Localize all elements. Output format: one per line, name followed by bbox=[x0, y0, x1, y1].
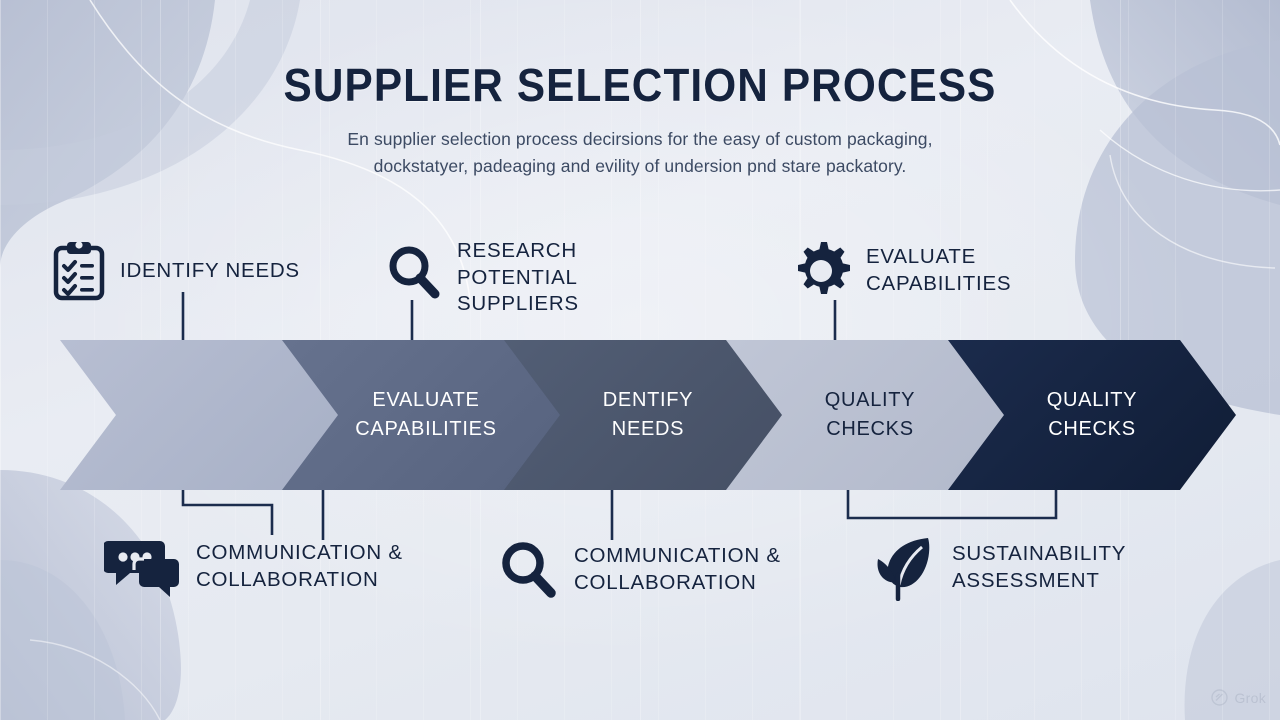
top-label-research-potential-suppliers[interactable]: RESEARCH POTENTIAL SUPPLIERS bbox=[385, 238, 579, 318]
chevron-step-2-line-2: CAPABILITIES bbox=[355, 418, 497, 440]
watermark: Grok bbox=[1211, 689, 1266, 706]
bottom-label-2-text: COMMUNICATION & COLLABORATION bbox=[574, 543, 781, 596]
chevron-step-4-line-1: QUALITY bbox=[824, 389, 916, 411]
top-label-2-line-1: RESEARCH bbox=[457, 239, 577, 262]
bottom-label-2-line-1: COMMUNICATION & bbox=[574, 544, 781, 568]
top-label-2-line-3: SUPPLIERS bbox=[457, 292, 579, 316]
chevron-step-5-line-1: QUALITY bbox=[1046, 389, 1138, 411]
top-label-identify-needs-text: IDENTIFY NEEDS bbox=[120, 258, 300, 285]
subtitle-line-1: En supplier selection process decirsions… bbox=[347, 129, 933, 149]
bottom-label-3-line-2: ASSESSMENT bbox=[952, 569, 1100, 592]
chevron-step-2-line-1: EVALUATE bbox=[372, 389, 480, 411]
chevron-step-5-label: QUALITY CHECKS bbox=[1047, 386, 1137, 444]
bottom-label-1-line-1: COMMUNICATION & bbox=[196, 541, 403, 565]
chevron-step-3-label: DENTIFY NEEDS bbox=[603, 386, 693, 444]
magnifier-icon bbox=[389, 246, 440, 299]
bottom-label-3-line-1: SUSTAINABILITY bbox=[952, 542, 1127, 566]
bottom-label-3-text: SUSTAINABILITY ASSESSMENT bbox=[952, 541, 1126, 594]
page-subtitle: En supplier selection process decirsions… bbox=[245, 126, 1035, 180]
process-chevron-band: EVALUATE CAPABILITIES DENTIFY NEEDS QUAL… bbox=[60, 340, 1236, 490]
top-label-evaluate-text: EVALUATE CAPABILITIES bbox=[866, 244, 1011, 297]
top-label-research-text: RESEARCH POTENTIAL SUPPLIERS bbox=[457, 238, 579, 318]
chevron-step-5-line-2: CHECKS bbox=[1048, 418, 1136, 440]
chevron-step-2-label: EVALUATE CAPABILITIES bbox=[355, 386, 496, 444]
header: SUPPLIER SELECTION PROCESS En supplier s… bbox=[0, 62, 1280, 180]
bottom-label-1-line-2: COLLABORATION bbox=[196, 568, 379, 591]
grok-logo-icon bbox=[1211, 689, 1229, 706]
magnifier-icon bbox=[502, 542, 556, 598]
top-label-1-line-1: IDENTIFY NEEDS bbox=[120, 258, 300, 282]
bottom-label-communication-collaboration-1[interactable]: COMMUNICATION & COLLABORATION bbox=[104, 535, 403, 599]
bottom-label-communication-collaboration-2[interactable]: COMMUNICATION & COLLABORATION bbox=[498, 538, 781, 602]
top-label-identify-needs[interactable]: IDENTIFY NEEDS bbox=[52, 240, 300, 302]
top-label-evaluate-capabilities[interactable]: EVALUATE CAPABILITIES bbox=[790, 240, 1011, 302]
watermark-label: Grok bbox=[1234, 689, 1266, 706]
top-label-3-line-1: EVALUATE bbox=[866, 245, 977, 269]
leaf-icon bbox=[877, 538, 930, 601]
subtitle-line-2: dockstatyer, padeaging and evility of un… bbox=[373, 156, 907, 177]
bottom-label-sustainability-assessment[interactable]: SUSTAINABILITY ASSESSMENT bbox=[872, 535, 1126, 601]
clipboard-checklist-icon bbox=[53, 241, 105, 301]
bottom-label-2-line-2: COLLABORATION bbox=[574, 571, 757, 594]
chevron-step-4-label: QUALITY CHECKS bbox=[825, 386, 915, 444]
chat-bubbles-icon bbox=[104, 541, 179, 597]
page-title: SUPPLIER SELECTION PROCESS bbox=[283, 59, 997, 111]
chevron-step-4-line-2: CHECKS bbox=[826, 418, 914, 440]
gear-icon bbox=[798, 242, 850, 294]
chevron-step-3-line-2: NEEDS bbox=[611, 418, 685, 440]
top-label-2-line-2: POTENTIAL bbox=[457, 265, 578, 289]
top-label-3-line-2: CAPABILITIES bbox=[866, 272, 1012, 295]
chevron-step-3-line-1: DENTIFY bbox=[602, 389, 694, 411]
bottom-label-1-text: COMMUNICATION & COLLABORATION bbox=[196, 540, 403, 593]
